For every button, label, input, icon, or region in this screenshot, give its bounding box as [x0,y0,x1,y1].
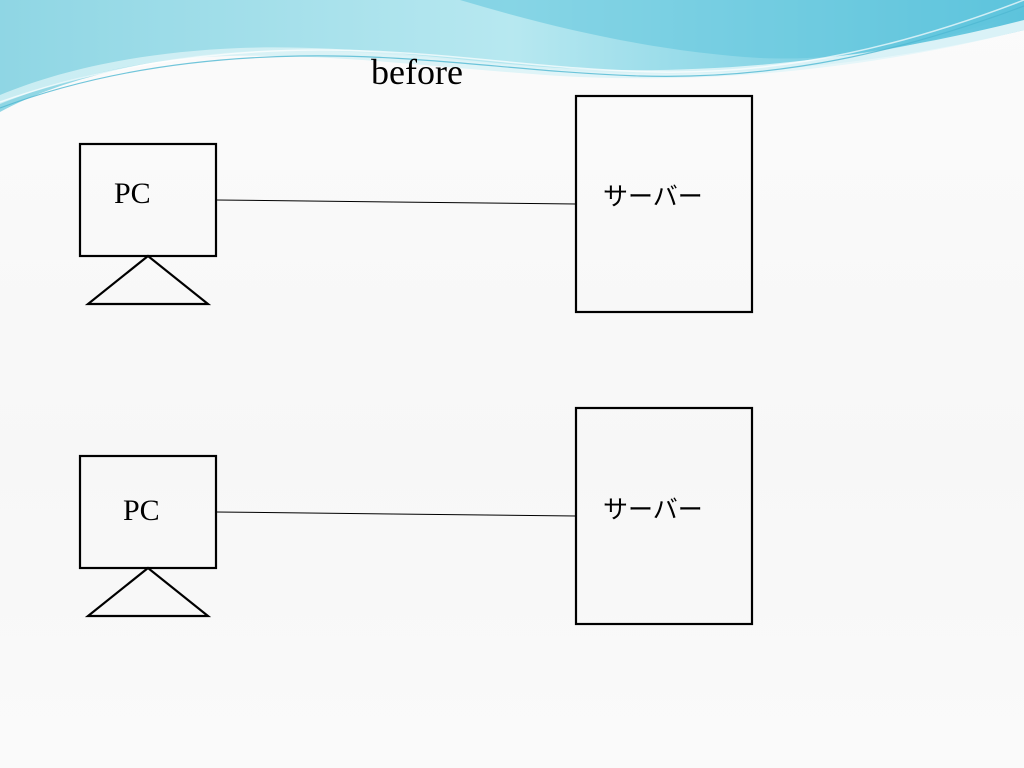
server-box-top [574,94,754,314]
pc-label-top: PC [114,177,151,210]
server-label-top: サーバー [603,182,703,211]
slide-title: before [371,52,463,92]
server-label-bottom: サーバー [603,495,703,524]
connection-line-top [215,199,577,205]
connection-line-bottom [215,511,577,517]
server-box-bottom [574,406,754,626]
wave-header-decoration [0,0,1024,112]
pc-label-bottom: PC [123,494,160,527]
pc-stand-bottom [84,566,212,618]
pc-stand-top [84,254,212,306]
